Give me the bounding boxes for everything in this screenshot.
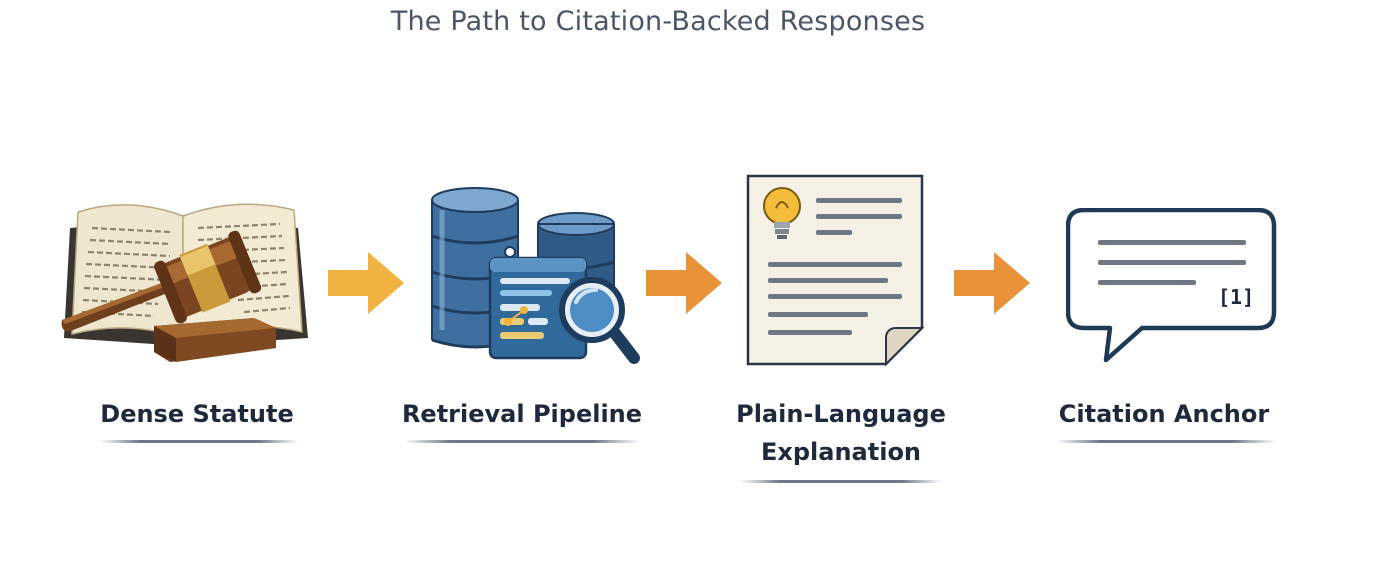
citation-marker: [1]	[1218, 285, 1254, 309]
step-underline	[1056, 440, 1276, 443]
step-label-line1: Plain-Language	[736, 400, 946, 428]
speech-bubble-citation-icon: [1]	[1066, 208, 1277, 363]
step-label-retrieval-pipeline: Retrieval Pipeline	[401, 400, 643, 428]
diagram-title: The Path to Citation-Backed Responses	[390, 6, 926, 37]
step-label-dense-statute: Dense Statute	[100, 400, 294, 428]
law-book-gavel-icon	[61, 203, 308, 362]
step-label-citation-anchor: Citation Anchor	[1058, 400, 1270, 428]
flow-arrow-icon	[954, 252, 1030, 314]
step-underline	[100, 440, 298, 443]
flow-arrow-icon	[646, 252, 722, 314]
database-search-icon	[431, 187, 640, 364]
step-underline	[404, 440, 640, 443]
step-label-line2: Explanation	[760, 438, 922, 466]
flow-arrow-icon	[328, 252, 404, 314]
step-underline	[740, 480, 942, 483]
document-lightbulb-icon	[746, 174, 925, 367]
